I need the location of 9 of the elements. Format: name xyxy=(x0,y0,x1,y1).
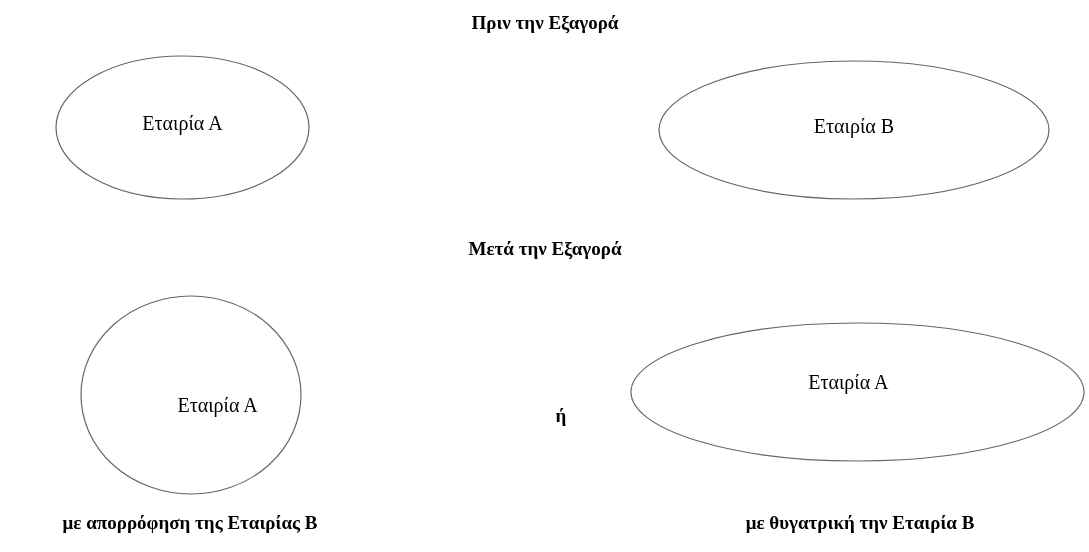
node-caption: με θυγατρική την Εταιρία Β xyxy=(745,512,975,534)
company-name: Εταιρία Α xyxy=(142,111,223,135)
section-heading: Πριν την Εξαγορά xyxy=(471,12,619,34)
node-caption: με απορρόφηση της Εταιρίας Β xyxy=(62,512,318,534)
company-name: Εταιρία Β xyxy=(813,114,895,138)
company-name: Εταιρία Α xyxy=(808,370,889,394)
conjunction-text: ή xyxy=(555,405,567,427)
company-name: Εταιρία Α xyxy=(177,393,258,417)
section-heading: Μετά την Εξαγορά xyxy=(468,238,622,260)
